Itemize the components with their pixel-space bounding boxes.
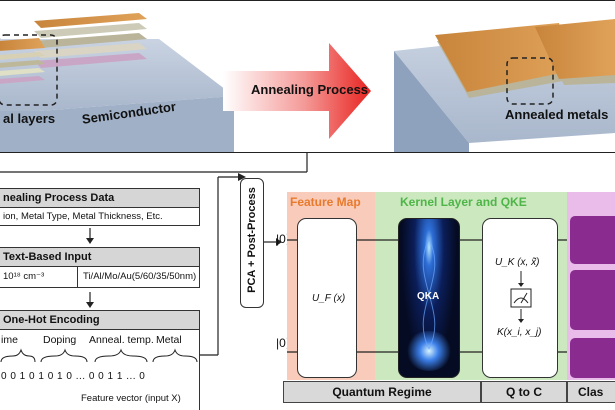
- annealing-arrow: [223, 43, 371, 139]
- onehot-label-doping: Doping: [43, 334, 77, 346]
- qka-glow: [405, 331, 453, 371]
- metal-layer-stack-small: [0, 38, 45, 84]
- quantum-regime-bar: Quantum Regime: [283, 381, 481, 403]
- one-hot-header: One-Hot Encoding: [0, 310, 200, 330]
- feature-bits: 0 0 1 0 1 0 1 0 ... 0 0 1 1 ... 0: [1, 371, 146, 382]
- uk-gate-label: U_K (x, x̃): [495, 257, 540, 268]
- classifier-card-3: [570, 338, 615, 378]
- process-data-header: nealing Process Data: [0, 188, 200, 208]
- one-hot-box: ime Doping Anneal. temp. Metal 0 0 1 0 1…: [0, 329, 200, 410]
- metal-layer-stack-large: [34, 13, 147, 68]
- right-semiconductor-slab-front: [394, 51, 469, 152]
- left-semiconductor-slab-front: [0, 96, 234, 152]
- qka-visual: QKA: [398, 218, 460, 378]
- feature-map-gate: U_F (x): [297, 218, 357, 378]
- pca-label: PCA + Post-Process: [246, 187, 258, 293]
- metal-layers-label: al layers: [3, 111, 56, 126]
- measurement-flow: [510, 271, 532, 323]
- annealing-illustration: [0, 13, 615, 152]
- right-dashed-selection: [506, 57, 554, 105]
- kernel-layer-title: Kernel Layer and QKE: [400, 195, 527, 209]
- qka-label: QKA: [417, 291, 440, 302]
- feature-vector-label: Feature vector (input X): [81, 393, 181, 404]
- text-input-divider: [77, 267, 78, 288]
- doping-value: 10¹⁸ cm⁻³: [3, 271, 45, 282]
- left-dashed-selection: [0, 34, 58, 106]
- feature-map-gate-label: U_F (x): [312, 293, 346, 304]
- connector-lines: [0, 153, 308, 356]
- text-input-box: 10¹⁸ cm⁻³ Ti/Al/Mo/Au(5/60/35/50nm): [0, 266, 200, 288]
- qka-flux: [422, 238, 436, 350]
- text-input-header: Text-Based Input: [0, 247, 200, 267]
- classifier-card-2: [570, 270, 615, 330]
- annealed-metal-strips: [435, 19, 615, 98]
- onehot-label-anneal-temp: Anneal. temp.: [89, 334, 154, 346]
- annealed-metals-label: Annealed metals: [505, 107, 609, 122]
- classifier-card-1: [570, 216, 615, 264]
- q-to-c-bar: Q to C: [481, 381, 567, 403]
- annealing-process-label: Annealing Process: [251, 82, 369, 97]
- process-data-box: ion, Metal Type, Metal Thickness, Etc.: [0, 207, 200, 226]
- measurement-card: U_K (x, x̃) K(x_i, x_j): [482, 218, 558, 378]
- class-bar: Clas: [567, 381, 615, 403]
- onehot-label-time: ime: [1, 334, 18, 346]
- process-data-text: ion, Metal Type, Metal Thickness, Etc.: [3, 211, 163, 222]
- kernel-output-label: K(x_i, x_j): [497, 327, 542, 338]
- feature-map-title: Feature Map: [290, 195, 361, 209]
- metal-stack-value: Ti/Al/Mo/Au(5/60/35/50nm): [83, 271, 197, 282]
- onehot-braces: [0, 348, 198, 363]
- pca-box: PCA + Post-Process: [240, 178, 264, 308]
- left-semiconductor-slab-top: [0, 39, 234, 111]
- annealing-illustration-panel: al layers Semiconductor Annealing Proces…: [0, 0, 615, 153]
- onehot-label-metal: Metal: [156, 334, 182, 346]
